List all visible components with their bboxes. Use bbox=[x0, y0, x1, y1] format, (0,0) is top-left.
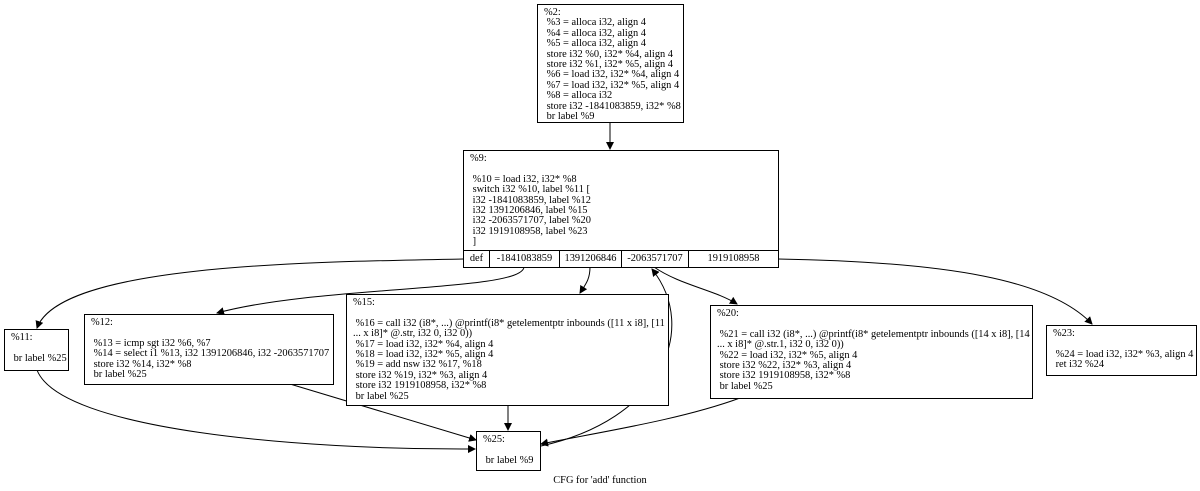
instruction-line: %6 = load i32, i32* %4, align 4 bbox=[544, 69, 680, 81]
edge-9-20 bbox=[653, 266, 738, 305]
instruction-line: ret i32 %24 bbox=[1053, 359, 1105, 371]
instruction-line: ... x i8]* @.str.1, i32 0, i32 0)) bbox=[717, 339, 844, 351]
instruction-line: store i32 -1841083859, i32* %8 bbox=[544, 100, 681, 112]
instruction-line: br label %25 bbox=[91, 369, 147, 381]
block-label: %15: bbox=[353, 297, 375, 308]
edge-12-25 bbox=[289, 383, 477, 442]
instruction-line: store i32 %22, i32* %3, align 4 bbox=[717, 360, 852, 372]
instruction-line: %14 = select i1 %13, i32 1391206846, i32… bbox=[91, 348, 330, 360]
instruction-line: store i32 %1, i32* %5, align 4 bbox=[544, 59, 674, 71]
instruction-line: store i32 1919108958, i32* %8 bbox=[717, 370, 851, 382]
instruction-line: %19 = add nsw i32 %17, %18 bbox=[353, 359, 482, 371]
instruction-line: ... x i8]* @.str, i32 0, i32 0)) bbox=[353, 328, 473, 340]
block-label: %12: bbox=[91, 317, 113, 328]
instruction-line: %17 = load i32, i32* %4, align 4 bbox=[353, 338, 494, 350]
port-case-2: 1391206846 bbox=[560, 251, 622, 267]
block-20: %20: %21 = call i32 (i8*, ...) @printf(i… bbox=[710, 305, 1033, 399]
instruction-line: %24 = load i32, i32* %3, align 4 bbox=[1053, 348, 1194, 360]
edge-9-12 bbox=[216, 266, 525, 316]
instruction-line: br label %25 bbox=[717, 380, 773, 392]
instruction-line: switch i32 %10, label %11 [ bbox=[470, 184, 590, 196]
instruction-line: %8 = alloca i32 bbox=[544, 90, 613, 102]
edge-9-11 bbox=[35, 258, 464, 329]
block-label: %11: bbox=[11, 332, 33, 343]
instruction-line: %16 = call i32 (i8*, ...) @printf(i8* ge… bbox=[353, 317, 665, 329]
edge-9-23 bbox=[777, 258, 1093, 325]
port-def: def bbox=[464, 251, 490, 267]
instruction-line: ] bbox=[470, 236, 477, 248]
instruction-line: br label %9 bbox=[544, 111, 595, 123]
instruction-line: br label %25 bbox=[353, 390, 409, 402]
port-case-4: 1919108958 bbox=[707, 253, 760, 264]
block-23: %23: %24 = load i32, i32* %3, align 4 re… bbox=[1046, 325, 1197, 376]
instruction-line: i32 -1841083859, label %12 bbox=[470, 194, 591, 206]
block-label: %9: bbox=[470, 153, 487, 164]
port-case-3: -2063571707 bbox=[622, 251, 689, 267]
block-label: %2: bbox=[544, 7, 561, 18]
edge-9-15 bbox=[579, 266, 591, 294]
instruction-line: %7 = load i32, i32* %5, align 4 bbox=[544, 79, 680, 91]
instruction-line: %10 = load i32, i32* %8 bbox=[470, 173, 577, 185]
instruction-line: store i32 %19, i32* %3, align 4 bbox=[353, 369, 488, 381]
instruction-line: store i32 %14, i32* %8 bbox=[91, 358, 192, 370]
instruction-line: i32 1391206846, label %15 bbox=[470, 205, 588, 217]
edge-11-25 bbox=[36, 369, 476, 454]
instruction-line: i32 -2063571707, label %20 bbox=[470, 215, 591, 227]
block-label: %23: bbox=[1053, 328, 1075, 339]
port-case-1: -1841083859 bbox=[490, 251, 560, 267]
switch-ports: def -1841083859 1391206846 -2063571707 1… bbox=[464, 250, 778, 267]
block-12: %12: %13 = icmp sgt i32 %6, %7 %14 = sel… bbox=[84, 314, 334, 385]
instruction-line: i32 1919108958, label %23 bbox=[470, 225, 588, 237]
block-25: %25: br label %9 bbox=[476, 431, 541, 471]
instruction-line: store i32 1919108958, i32* %8 bbox=[353, 380, 487, 392]
block-label: %25: bbox=[483, 434, 505, 445]
block-9: %9: %10 = load i32, i32* %8 switch i32 %… bbox=[463, 150, 779, 268]
instruction-line: store i32 %0, i32* %4, align 4 bbox=[544, 48, 674, 60]
block-15: %15: %16 = call i32 (i8*, ...) @printf(i… bbox=[346, 294, 669, 406]
block-label: %20: bbox=[717, 308, 739, 319]
block-11: %11: br label %25 bbox=[4, 329, 69, 371]
instruction-line: br label %25 bbox=[11, 352, 67, 364]
instruction-line: %22 = load i32, i32* %5, align 4 bbox=[717, 349, 858, 361]
instruction-line: %3 = alloca i32, align 4 bbox=[544, 17, 646, 29]
instruction-line: %18 = load i32, i32* %5, align 4 bbox=[353, 349, 494, 361]
instruction-line: %5 = alloca i32, align 4 bbox=[544, 38, 646, 50]
instruction-line: %4 = alloca i32, align 4 bbox=[544, 27, 646, 39]
graph-caption: CFG for 'add' function bbox=[553, 475, 647, 486]
instruction-line: br label %9 bbox=[483, 454, 534, 466]
instruction-line: %21 = call i32 (i8*, ...) @printf(i8* ge… bbox=[717, 328, 1030, 340]
block-2: %2: %3 = alloca i32, align 4 %4 = alloca… bbox=[537, 4, 684, 123]
instruction-line: %13 = icmp sgt i32 %6, %7 bbox=[91, 337, 211, 349]
